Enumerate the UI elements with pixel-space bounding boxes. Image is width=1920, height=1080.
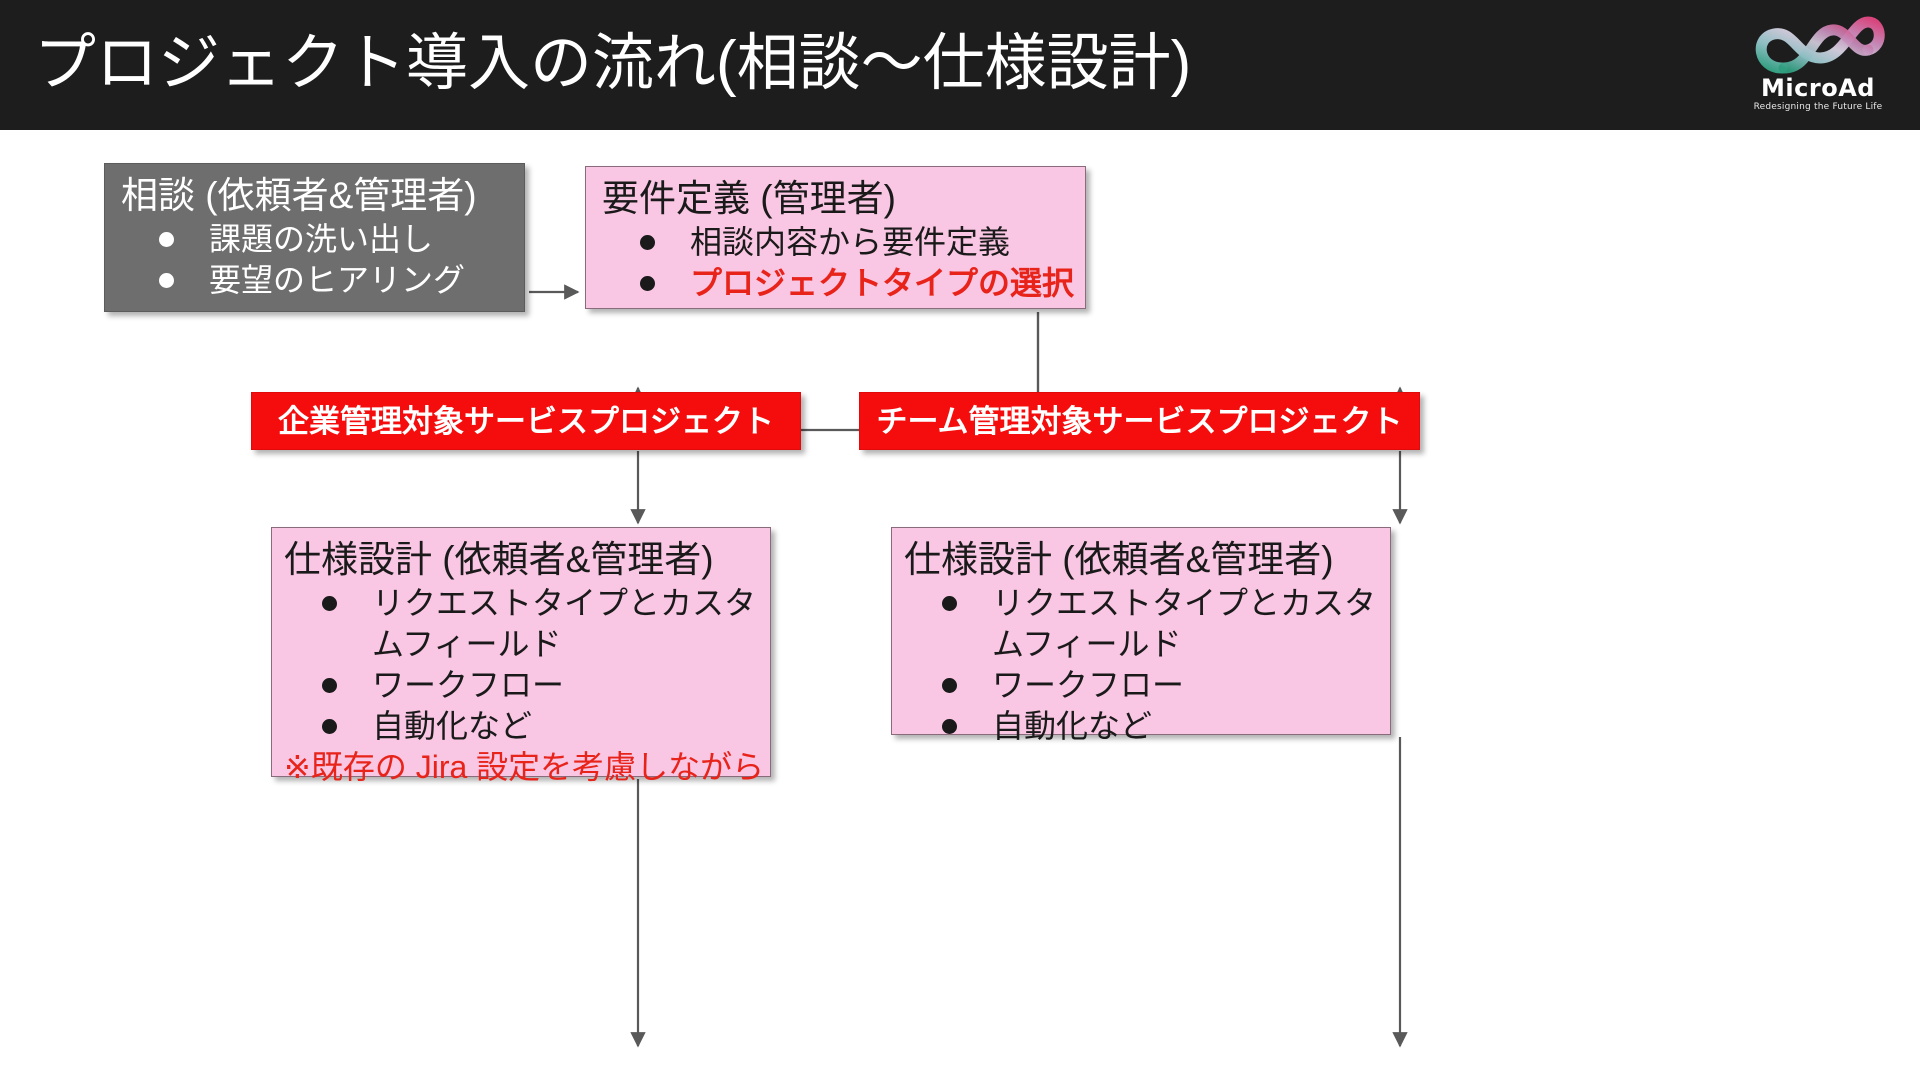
node-requirement-title: 要件定義 (管理者) [602, 178, 896, 219]
bullet-text: ムフィールド [372, 626, 562, 662]
microad-tagline: Redesigning the Future Life [1753, 102, 1883, 112]
list-item-continuation: ムフィールド [904, 624, 1390, 665]
bullet-text: ワークフロー [372, 667, 565, 703]
node-spec-left-note: ※既存の Jira 設定を考慮しながら [284, 749, 765, 785]
node-enterprise-label: 企業管理対象サービスプロジェクト [278, 403, 774, 439]
bullet-dot-icon [159, 273, 174, 289]
node-consult-bullets: 課題の洗い出し 要望のヒアリング [121, 219, 524, 301]
node-requirement-definition[interactable]: 要件定義 (管理者) 相談内容から要件定義 プロジェクトタイプの選択 [585, 166, 1086, 309]
list-item-continuation: ムフィールド [284, 624, 770, 665]
bullet-dot-icon [942, 678, 957, 694]
list-item: プロジェクトタイプの選択 [602, 263, 1085, 304]
list-item: リクエストタイプとカスタ [284, 583, 770, 624]
list-item: 自動化など [284, 706, 770, 747]
bullet-dot-icon [159, 232, 174, 248]
bullet-dot-icon [322, 596, 337, 612]
bullet-dot-icon [640, 235, 655, 251]
microad-ribbon-icon [1755, 16, 1885, 74]
node-team-service-project[interactable]: チーム管理対象サービスプロジェクト [859, 392, 1420, 450]
node-spec-right-bullets: リクエストタイプとカスタ ムフィールド ワークフロー 自動化など [904, 583, 1390, 747]
bullet-text-emphasis: プロジェクトタイプの選択 [690, 265, 1075, 301]
node-enterprise-service-project[interactable]: 企業管理対象サービスプロジェクト [251, 392, 801, 450]
bullet-text: 課題の洗い出し [209, 221, 434, 257]
node-spec-left-bullets: リクエストタイプとカスタ ムフィールド ワークフロー 自動化など [284, 583, 770, 747]
bullet-dot-icon [640, 276, 655, 292]
node-requirement-bullets: 相談内容から要件定義 プロジェクトタイプの選択 [602, 222, 1085, 304]
bullet-text: 自動化など [372, 708, 533, 744]
list-item: 相談内容から要件定義 [602, 222, 1085, 263]
node-team-label: チーム管理対象サービスプロジェクト [876, 403, 1403, 439]
node-spec-right-title: 仕様設計 (依頼者&管理者) [904, 539, 1334, 580]
node-spec-design-left[interactable]: 仕様設計 (依頼者&管理者) リクエストタイプとカスタ ムフィールド ワークフロ… [271, 527, 771, 785]
slide-header-bar: プロジェクト導入の流れ(相談～仕様設計) MicroAd Redesigning… [0, 0, 1920, 130]
bullet-text: ムフィールド [992, 626, 1182, 662]
bullet-text: 相談内容から要件定義 [690, 224, 1011, 260]
bullet-text: リクエストタイプとカスタ [992, 585, 1377, 621]
bullet-dot-icon [322, 678, 337, 694]
bullet-dot-icon [322, 719, 337, 735]
bullet-dot-icon [942, 719, 957, 735]
page-title: プロジェクト導入の流れ(相談～仕様設計) [34, 29, 1192, 98]
bullet-text: ワークフロー [992, 667, 1185, 703]
list-item: 課題の洗い出し [121, 219, 524, 260]
bullet-dot-icon [942, 596, 957, 612]
bullet-text: リクエストタイプとカスタ [372, 585, 757, 621]
list-item: リクエストタイプとカスタ [904, 583, 1390, 624]
list-item: ワークフロー [904, 665, 1390, 706]
list-item: 要望のヒアリング [121, 260, 524, 301]
node-consult-title: 相談 (依頼者&管理者) [121, 175, 477, 216]
node-consult[interactable]: 相談 (依頼者&管理者) 課題の洗い出し 要望のヒアリング [104, 163, 525, 312]
bullet-text: 自動化など [992, 708, 1153, 744]
list-item: ワークフロー [284, 665, 770, 706]
list-item: 自動化など [904, 706, 1390, 747]
node-spec-design-right[interactable]: 仕様設計 (依頼者&管理者) リクエストタイプとカスタ ムフィールド ワークフロ… [891, 527, 1391, 744]
microad-wordmark: MicroAd [1761, 74, 1875, 102]
node-spec-left-title: 仕様設計 (依頼者&管理者) [284, 539, 714, 580]
bullet-text: 要望のヒアリング [209, 262, 466, 298]
microad-logo: MicroAd Redesigning the Future Life [1738, 4, 1898, 126]
